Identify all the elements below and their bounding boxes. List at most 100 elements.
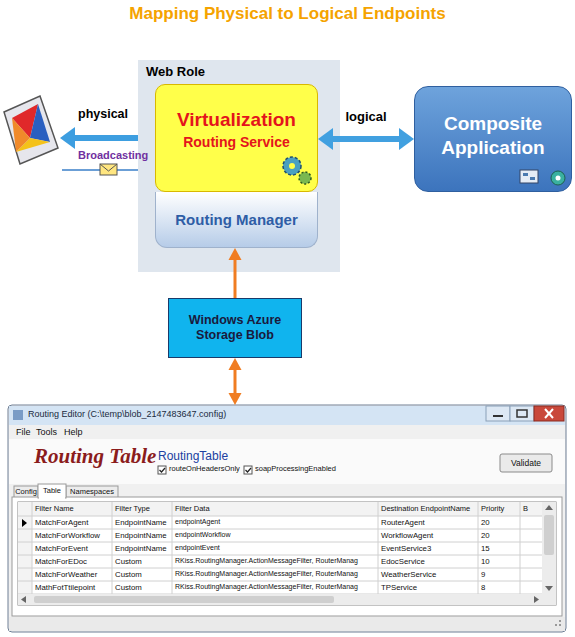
table-cell: RKiss.RoutingManager.ActionMessageFilter… xyxy=(175,557,358,564)
tab-label: Config xyxy=(14,487,38,496)
application-box: Composite Application xyxy=(414,86,572,192)
decor-shape xyxy=(517,410,527,417)
table-cell: 8 xyxy=(481,583,485,592)
checkbox-label: soapProcessingEnabled xyxy=(255,464,336,473)
table-name: RoutingTable xyxy=(158,449,228,463)
table-cell: EdocService xyxy=(381,557,425,566)
decor-shape xyxy=(559,620,561,622)
table-cell: MatchForWorkflow xyxy=(35,531,100,540)
manager-box: Routing Manager xyxy=(155,192,318,248)
editor-window-chrome xyxy=(8,405,566,632)
decor-shape xyxy=(555,624,557,626)
decor-shape xyxy=(544,515,554,555)
table-cell: endpointAgent xyxy=(175,518,220,525)
table-cell: MatchForAgent xyxy=(35,518,88,527)
table-cell: endpointWorkflow xyxy=(175,531,231,538)
column-header: Filter Type xyxy=(115,504,150,513)
diagram-title: Mapping Physical to Logical Endpoints xyxy=(0,4,575,24)
decor-shape xyxy=(38,484,66,498)
decor-shape xyxy=(39,496,65,499)
decor-shape xyxy=(9,425,565,439)
decor-shape xyxy=(559,624,561,626)
edge-label: logical xyxy=(345,109,386,124)
arrow-label: Broadcasting xyxy=(78,149,148,161)
decor-shape xyxy=(486,406,510,421)
table-cell: 15 xyxy=(481,544,490,553)
table-cell: MatchForEDoc xyxy=(35,557,87,566)
menu-item: Tools xyxy=(36,427,57,437)
table-cell: WeatherService xyxy=(381,570,436,579)
node-text: Routing Editor (C:\temp\blob_2147483647.… xyxy=(28,409,226,419)
table-cell: 20 xyxy=(481,531,490,540)
decor-shape xyxy=(13,410,23,420)
table-cell: 20 xyxy=(481,518,490,527)
decor-shape xyxy=(18,581,542,582)
table-cell: WorkflowAgent xyxy=(381,531,433,540)
decor-shape xyxy=(18,568,542,569)
decor-shape xyxy=(244,466,252,474)
tab-label: Namespaces xyxy=(66,487,118,496)
decor-shape xyxy=(22,519,27,527)
decor-shape xyxy=(510,406,534,421)
decor-shape xyxy=(478,502,479,594)
decor-shape xyxy=(112,502,113,594)
node-text: Web Role xyxy=(146,64,205,79)
button-label: Validate xyxy=(500,454,552,472)
table-cell: RouterAgent xyxy=(381,518,425,527)
decor-shape xyxy=(18,502,542,594)
decor-shape xyxy=(18,516,542,517)
decor-shape xyxy=(520,502,521,594)
decor-shape xyxy=(4,96,58,164)
decor-shape xyxy=(493,415,503,417)
decor-shape xyxy=(8,405,566,632)
tab-label: Table xyxy=(38,486,66,495)
node-text: Composite Application xyxy=(415,112,571,166)
decor-shape xyxy=(18,529,542,530)
table-cell: EndpointName xyxy=(115,531,167,540)
decor-shape xyxy=(100,164,117,175)
decor-shape xyxy=(542,502,556,594)
column-header: Destination EndpointName xyxy=(381,504,470,513)
table-cell: EventService3 xyxy=(381,544,431,553)
arrow-head xyxy=(399,128,414,150)
decor-shape xyxy=(378,502,379,594)
arrow-head xyxy=(229,393,242,405)
decor-shape xyxy=(14,486,38,498)
node-text: Routing Manager xyxy=(175,211,298,228)
table-cell: RKiss.RoutingManager.ActionMessageFilter… xyxy=(175,570,358,577)
connector-line xyxy=(234,369,237,394)
decor-shape xyxy=(18,594,556,605)
decor-shape xyxy=(66,486,118,498)
table-cell: EndpointName xyxy=(115,544,167,553)
decor-shape xyxy=(21,596,26,603)
arrow-head xyxy=(229,358,242,370)
column-header: B xyxy=(523,504,528,513)
decor-shape xyxy=(32,502,33,594)
column-header: Filter Data xyxy=(175,504,210,513)
table-cell: endpointEvent xyxy=(175,544,220,551)
decor-shape xyxy=(18,555,542,556)
decor-shape xyxy=(534,596,539,603)
decor-shape xyxy=(545,586,553,591)
decor-shape xyxy=(545,505,553,510)
menu-item: Help xyxy=(64,427,83,437)
decor-shape xyxy=(9,439,565,484)
decor-shape xyxy=(12,497,562,616)
decor-shape xyxy=(545,409,553,418)
table-cell: MathFotTtilepoint xyxy=(35,583,95,592)
editor-window: Routing Editor (C:\temp\blob_2147483647.… xyxy=(8,405,566,632)
connector-line xyxy=(332,136,400,142)
decor-shape xyxy=(9,406,565,425)
decor-shape xyxy=(60,127,75,149)
menu-item: File xyxy=(16,427,31,437)
arrow-label: physical xyxy=(78,107,128,121)
column-header: Filter Name xyxy=(35,504,74,513)
decor-shape xyxy=(30,104,50,142)
table-cell: RKiss.RoutingManager.ActionMessageFilter… xyxy=(175,583,358,590)
decor-shape xyxy=(18,502,556,605)
decor-shape xyxy=(160,468,166,472)
table-cell: Custom xyxy=(115,583,142,592)
service-box: VirtualizationRouting Service xyxy=(155,84,318,192)
table-cell: 9 xyxy=(481,570,485,579)
node-text: Windows Azure Storage Blob xyxy=(169,313,301,343)
